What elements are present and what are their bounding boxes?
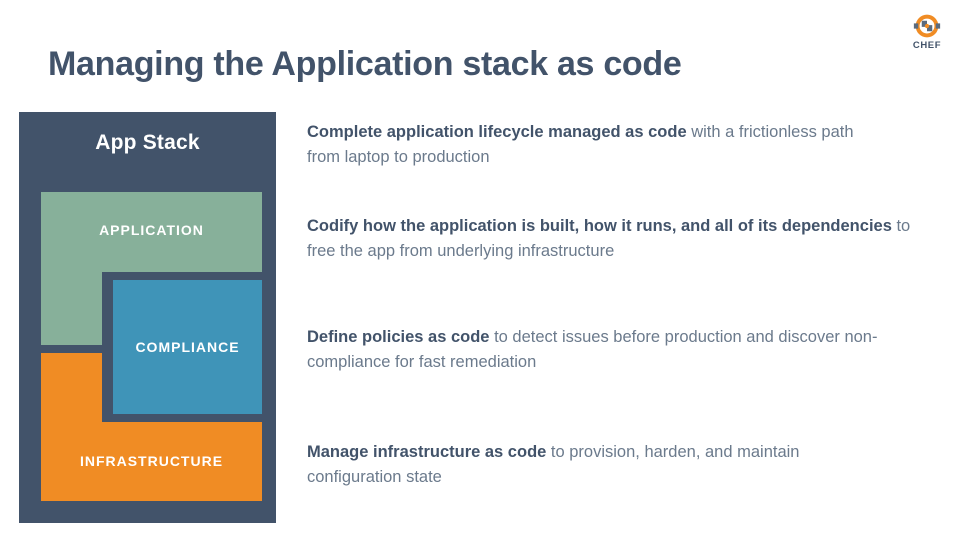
stack-label-application: APPLICATION: [99, 222, 204, 238]
bullet-rest: to detect issues before production and d…: [307, 328, 878, 371]
page-title: Managing the Application stack as code: [48, 45, 682, 83]
brand-wordmark: CHEF: [912, 40, 942, 51]
chef-brand-logo: CHEF: [903, 12, 951, 60]
stack-block-infrastructure-leg: [41, 353, 102, 422]
app-stack-heading: App Stack: [95, 131, 200, 154]
app-stack-diagram: App Stack APPLICATION COMPLIANCE INFRAST…: [19, 112, 276, 523]
stack-block-application: [41, 192, 262, 272]
stack-block-compliance: [113, 280, 262, 414]
bullet-rest: to provision, harden, and maintain confi…: [307, 443, 800, 486]
stack-block-application-leg: [41, 272, 102, 345]
bullet-item: Manage infrastructure as code to provisi…: [307, 440, 897, 490]
bullet-lead: Codify how the application is built, how…: [307, 217, 892, 235]
bullet-rest: with a frictionless path from laptop to …: [307, 123, 854, 166]
bullet-lead: Complete application lifecycle managed a…: [307, 123, 687, 141]
bullet-item: Complete application lifecycle managed a…: [307, 120, 887, 170]
bullet-lead: Define policies as code: [307, 328, 490, 346]
bullet-item: Define policies as code to detect issues…: [307, 325, 907, 375]
bullet-item: Codify how the application is built, how…: [307, 214, 919, 264]
stack-label-infrastructure: INFRASTRUCTURE: [79, 453, 224, 469]
bullet-rest: to free the app from underlying infrastr…: [307, 217, 911, 260]
stack-label-compliance: COMPLIANCE: [135, 339, 240, 355]
bullet-lead: Manage infrastructure as code: [307, 443, 547, 461]
chef-logo-icon: [913, 14, 941, 38]
stack-block-infrastructure: [41, 422, 262, 501]
